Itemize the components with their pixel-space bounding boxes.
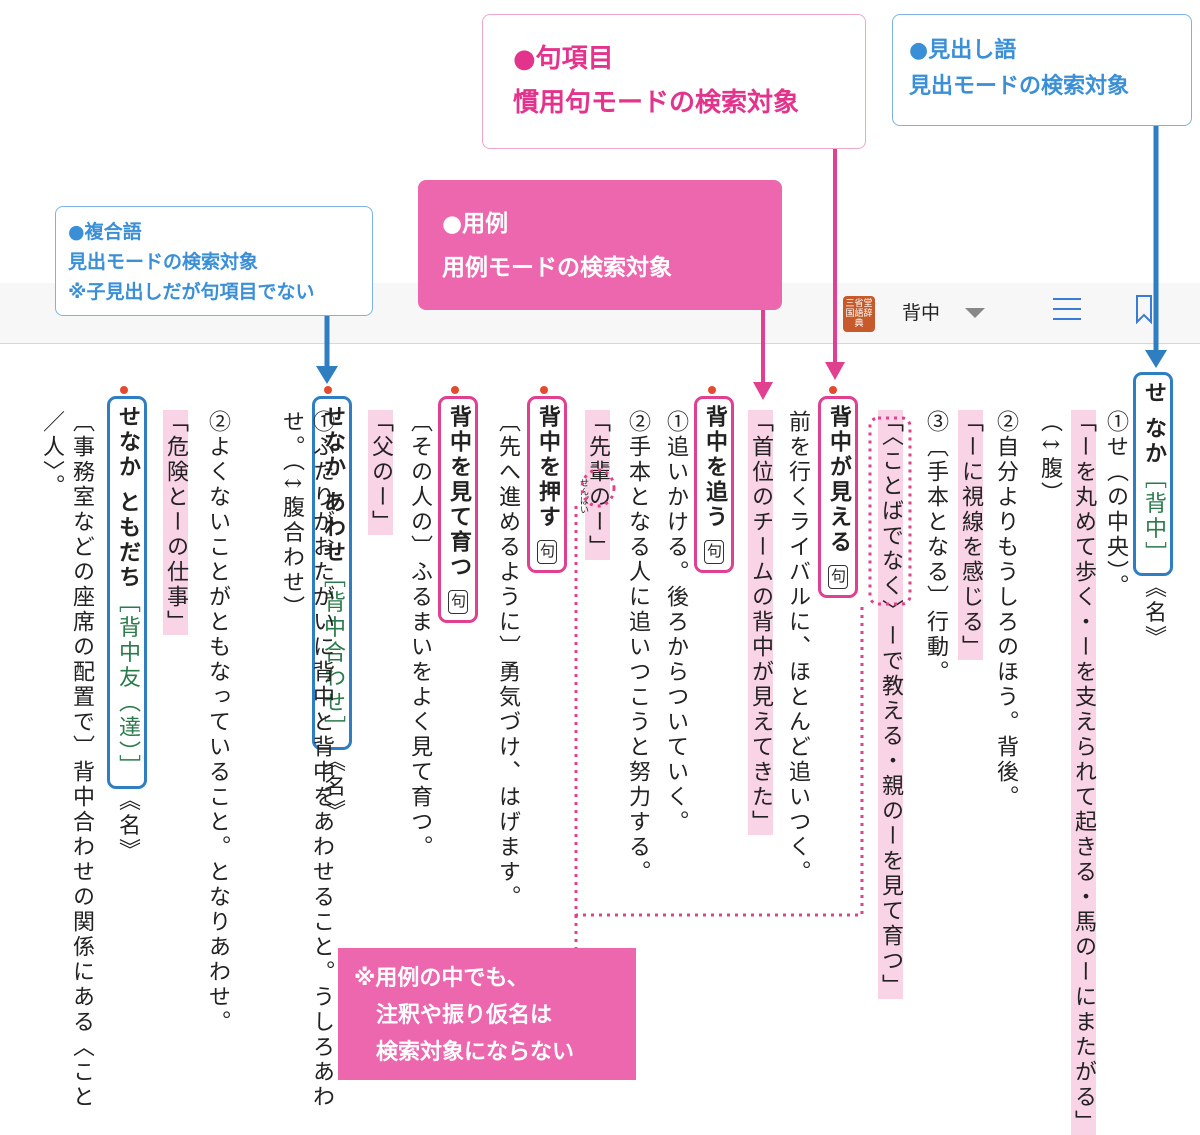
phrase-example-column: 「首位のチームの背中が見えてきた」 — [745, 410, 775, 835]
furigana-note: せんぱい — [578, 478, 588, 514]
phrase-badge: 句 — [704, 540, 724, 564]
callout-phrase: ●句項目 慣用句モードの検索対象 — [482, 14, 866, 149]
example-3-column: 「〈ことばでなく〉ーで教える・親のーを見て育つ」 — [875, 410, 905, 999]
phrase-example: 「首位のチームの背中が見えてきた」 — [748, 410, 773, 835]
phrase-box[interactable]: 背中を追う 句 — [694, 396, 734, 573]
example-3: 「〈ことばでなく〉ーで教える・親のーを見て育つ」 — [878, 410, 903, 999]
phrase-definition: 〔先へ進めるように〕勇気づけ、はげます。 — [495, 410, 520, 910]
phrase-definition: 前を行くライバルに、ほとんど追いつく。 — [785, 410, 810, 885]
compound-kanji: ［背中友（達）］ — [115, 590, 140, 780]
compound-box[interactable]: せなか ともだち［背中友（達）］ — [107, 396, 147, 789]
phrase-headword: 背中を見て育つ — [446, 405, 471, 580]
callout-text: 注釈や振り仮名は — [376, 1003, 553, 1028]
chevron-down-icon[interactable] — [965, 308, 985, 318]
subentry-marker — [451, 386, 459, 394]
headword-box[interactable]: せ なか［背中］ — [1133, 372, 1173, 576]
subentry-marker — [540, 386, 548, 394]
phrase-headword: 背中を押す — [535, 405, 560, 530]
phrase-column-2: 背中を追う 句 — [694, 396, 734, 573]
arrow-phrase — [825, 149, 845, 380]
dictionary-app-icon[interactable]: 三省堂 国語辞典 — [843, 296, 875, 332]
arrow-example — [753, 310, 773, 400]
phrase-badge: 句 — [448, 590, 468, 614]
phrase-badge: 句 — [828, 565, 848, 589]
callout-title: ●見出し語 — [909, 38, 1017, 63]
callout-text: 用例モードの検索対象 — [442, 255, 672, 281]
bookmark-icon[interactable] — [1135, 294, 1153, 324]
callout-text: ※用例の中でも、 — [354, 966, 529, 991]
callout-text: 見出モードの検索対象 — [68, 251, 259, 273]
phrase-definition: 〔その人の〕ふるまいをよく見て育つ。 — [407, 410, 432, 860]
phrase-box[interactable]: 背中を押す 句 — [527, 396, 567, 573]
sense-3: ③〔手本となる〕行動。 — [923, 410, 948, 685]
callout-text: 検索対象にならない — [376, 1040, 575, 1065]
example-2-column: 「ーに視線を感じる」 — [955, 410, 985, 660]
subentry-marker — [829, 386, 837, 394]
callout-title: ●用例 — [442, 211, 509, 237]
arrow-compound — [316, 316, 338, 384]
entry-column-1: せ なか［背中］ 《名》 — [1133, 372, 1173, 651]
phrase-headword: 背中を追う — [702, 405, 727, 530]
callout-title: ●句項目 — [513, 44, 614, 74]
part-of-speech: 《名》 — [1141, 575, 1166, 651]
headword-reading: せ なか — [1141, 381, 1166, 467]
subentry-marker — [708, 386, 716, 394]
compound-box[interactable]: せなか あわせ［背中合わせ］ — [312, 396, 352, 750]
menu-icon[interactable] — [1053, 298, 1081, 322]
note-connector — [574, 416, 912, 948]
compound-column-1: せなか あわせ［背中合わせ］ 《名》 — [312, 396, 352, 825]
compound-example: 「危険とーの仕事」 — [163, 410, 188, 635]
compound-sense-1: ①ふたりがおたがいに背中と背中をあわせること。うしろあわせ。（↕腹合わせ） — [279, 410, 334, 1110]
compound-column-2: せなか ともだち［背中友（達）］ 《名》 — [107, 396, 147, 864]
antonym-note: （↕腹） — [1037, 410, 1062, 507]
part-of-speech: 《名》 — [320, 749, 345, 825]
callout-text: 見出モードの検索対象 — [909, 74, 1130, 99]
compound-kanji: ［背中合わせ］ — [320, 565, 345, 741]
phrase-example-column: 「先輩のー」 — [582, 410, 612, 560]
headword-kanji: ［背中］ — [1141, 466, 1166, 567]
part-of-speech: 《名》 — [115, 788, 140, 864]
phrase-badge: 句 — [537, 540, 557, 564]
phrase-box[interactable]: 背中が見える 句 — [818, 396, 858, 598]
phrase-example: 「父のー」 — [368, 410, 393, 535]
phrase-headword: 背中が見える — [826, 405, 851, 555]
compound-definition: 〔事務室などの座席の配置で〕背中合わせの関係にある〈こと／人〉。 — [39, 410, 94, 1110]
compound-headword: せなか ともだち — [115, 405, 140, 591]
example-1-column: 「ーを丸めて歩く・ーを支えられて起きる・馬のーにまたがる」 — [1068, 410, 1098, 1135]
phrase-column-4: 背中を見て育つ 句 — [438, 396, 478, 623]
compound-sense-2: ②よくないことがともなっていること。となりあわせ。 — [205, 410, 230, 1035]
subentry-marker — [324, 386, 332, 394]
example-1: 「ーを丸めて歩く・ーを支えられて起きる・馬のーにまたがる」 — [1071, 410, 1096, 1135]
compound-example-column: 「危険とーの仕事」 — [160, 410, 190, 635]
sense-2: ②自分よりもうしろのほう。背後。 — [993, 410, 1018, 810]
phrase-sense-2: ②手本となる人に追いつこうと努力する。 — [625, 410, 650, 885]
phrase-example-column: 「父のー」 — [365, 410, 395, 535]
sense-1: ①せ（の中央）。 — [1103, 410, 1128, 599]
phrase-sense-1: ①追いかける。後ろからついていく。 — [663, 410, 688, 835]
current-headword[interactable]: 背中 — [902, 302, 941, 324]
callout-text: ※子見出しだが句項目でない — [68, 281, 315, 303]
callout-headword: ●見出し語 見出モードの検索対象 — [892, 14, 1192, 126]
phrase-column-3: 背中を押す 句 — [527, 396, 567, 573]
phrase-example: 「先輩のー」 — [585, 410, 610, 560]
callout-example: ●用例 用例モードの検索対象 — [418, 180, 782, 310]
phrase-box[interactable]: 背中を見て育つ 句 — [438, 396, 478, 623]
callout-title: ●複合語 — [68, 221, 142, 243]
arrow-headword — [1145, 126, 1167, 368]
example-2: 「ーに視線を感じる」 — [958, 410, 983, 660]
compound-headword: せなか あわせ — [320, 405, 345, 566]
callout-compound: ●複合語 見出モードの検索対象 ※子見出しだが句項目でない — [55, 206, 373, 316]
callout-text: 慣用句モードの検索対象 — [513, 88, 800, 118]
callout-note: ※用例の中でも、 注釈や振り仮名は 検索対象にならない — [338, 948, 636, 1080]
subentry-marker — [120, 386, 128, 394]
phrase-column-1: 背中が見える 句 — [818, 396, 858, 598]
